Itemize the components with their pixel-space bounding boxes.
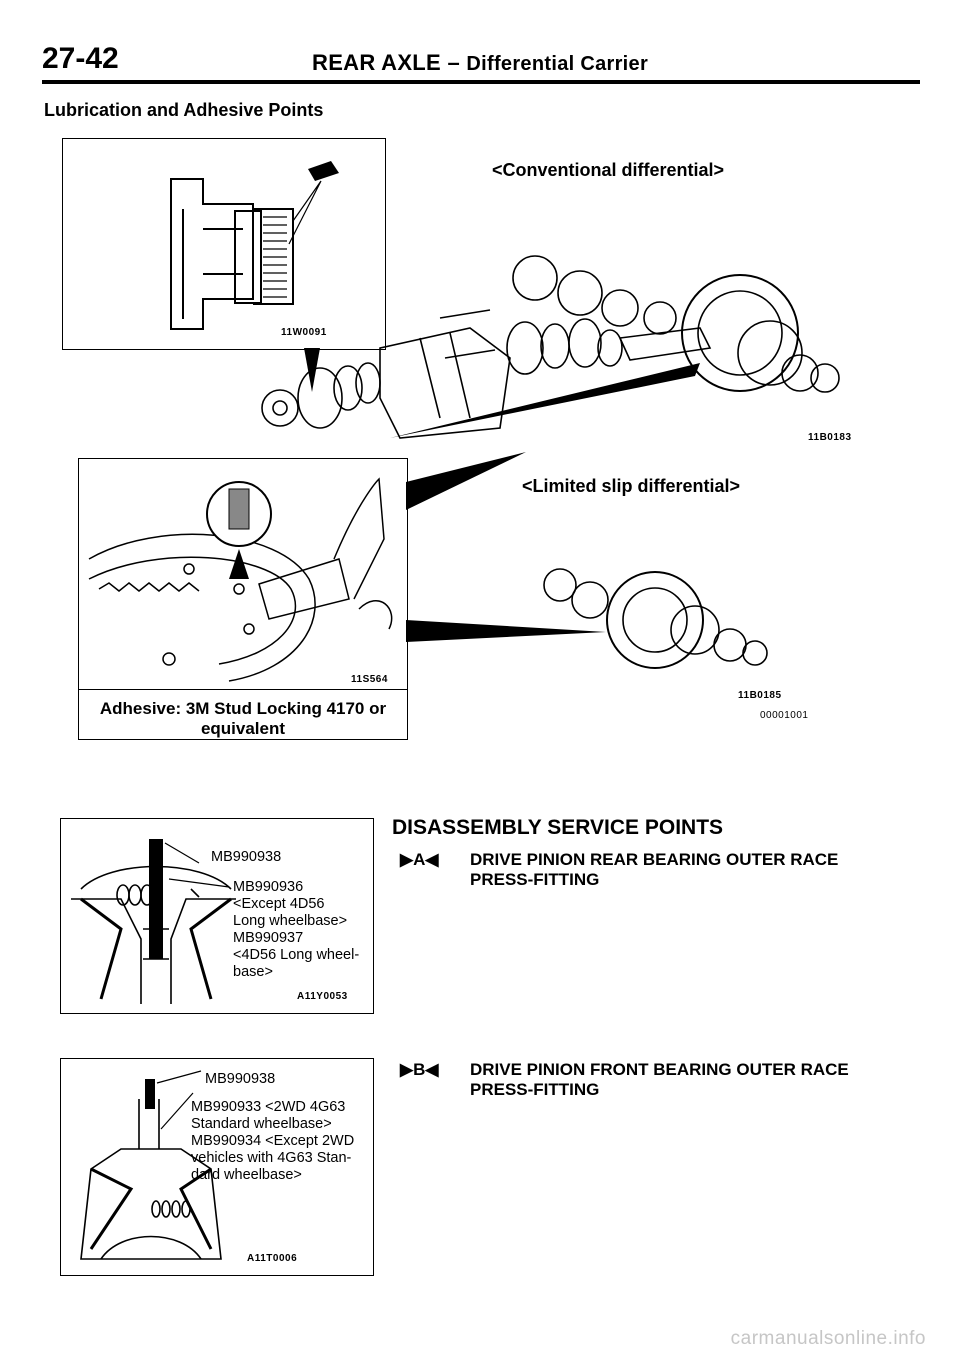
tool-callout-1: MB990938	[205, 1071, 276, 1087]
figure-code-adhesive: 11S564	[351, 674, 388, 685]
service-point-a-line-1: DRIVE PINION REAR BEARING OUTER RACE	[470, 850, 839, 869]
pointer-wedge-upper	[406, 452, 526, 510]
tool-callout-6: dard wheelbase>	[191, 1167, 302, 1183]
marker-a-icon: ▶A◀	[400, 850, 439, 869]
tool-callout-3: Standard wheelbase>	[191, 1116, 332, 1132]
tool-callout-4: Long wheelbase>	[233, 913, 348, 929]
figure-code-tool-1: A11Y0053	[297, 991, 348, 1002]
rear-race-press-illustration	[71, 839, 236, 1004]
adhesive-caption: Adhesive: 3M Stud Locking 4170 or equiva…	[99, 699, 387, 738]
tool-callout-4: MB990934 <Except 2WD	[191, 1133, 355, 1149]
tool-callout-5: MB990937	[233, 930, 304, 946]
section-subtitle: Differential Carrier	[466, 53, 649, 75]
title-separator: –	[447, 50, 460, 75]
pointer-wedge-lower	[406, 620, 606, 642]
marker-b-icon: ▶B◀	[400, 1060, 439, 1079]
tool-figure-front-race: MB990938 MB990933 <2WD 4G63 Standard whe…	[60, 1058, 374, 1276]
limited-slip-differential-label: <Limited slip differential>	[522, 476, 741, 496]
service-point-b-line-2: PRESS-FITTING	[470, 1080, 600, 1099]
page-number: 27-42	[42, 42, 119, 75]
limited-slip-differential-illustration	[543, 568, 768, 669]
inset-box-adhesive: 11S564 Adhesive: 3M Stud Locking 4170 or…	[78, 458, 408, 740]
tool-figure-rear-race: MB990938 MB990936 <Except 4D56 Long whee…	[60, 818, 374, 1014]
service-point-b-line-1: DRIVE PINION FRONT BEARING OUTER RACE	[470, 1060, 849, 1079]
inset-box-flange: 11W0091	[62, 138, 386, 350]
tool-callout-5: vehicles with 4G63 Stan-	[191, 1150, 352, 1166]
front-race-press-illustration	[80, 1070, 222, 1260]
section-title: REAR AXLE	[312, 50, 442, 75]
conventional-differential-label: <Conventional differential>	[492, 160, 725, 180]
header-title: REAR AXLE – Differential Carrier	[312, 50, 648, 76]
disassembly-service-points-heading: DISASSEMBLY SERVICE POINTS	[392, 816, 724, 839]
tool-callout-1: MB990938	[211, 849, 282, 865]
tool-callout-3: <Except 4D56	[233, 896, 325, 912]
figure-code-overall: 00001001	[760, 710, 809, 721]
caption-divider	[79, 689, 407, 690]
exploded-differential-illustration	[261, 255, 840, 439]
service-point-a: ▶A◀DRIVE PINION REAR BEARING OUTER RACE …	[400, 850, 838, 890]
flange-illustration	[170, 161, 339, 330]
watermark: carmanualsonline.info	[730, 1328, 926, 1349]
service-point-b: ▶B◀ DRIVE PINION FRONT BEARING OUTER RACE…	[400, 1060, 849, 1100]
adhesive-application-illustration	[88, 477, 393, 682]
tool-callout-2: MB990936	[233, 879, 304, 895]
figure-code-limited-slip: 11B0185	[738, 690, 782, 701]
figure-code-tool-2: A11T0006	[247, 1253, 298, 1264]
service-point-a-line-2: PRESS-FITTING	[470, 870, 600, 889]
figure-code-inset-top: 11W0091	[281, 327, 327, 338]
lubrication-heading: Lubrication and Adhesive Points	[44, 100, 324, 120]
tool-callout-6: <4D56 Long wheel-	[233, 947, 360, 963]
oil-can-icon	[308, 161, 339, 181]
header-rule	[42, 80, 920, 84]
figure-code-conventional: 11B0183	[808, 432, 852, 443]
tool-callout-7: base>	[233, 964, 273, 980]
tool-callout-2: MB990933 <2WD 4G63	[191, 1099, 346, 1115]
